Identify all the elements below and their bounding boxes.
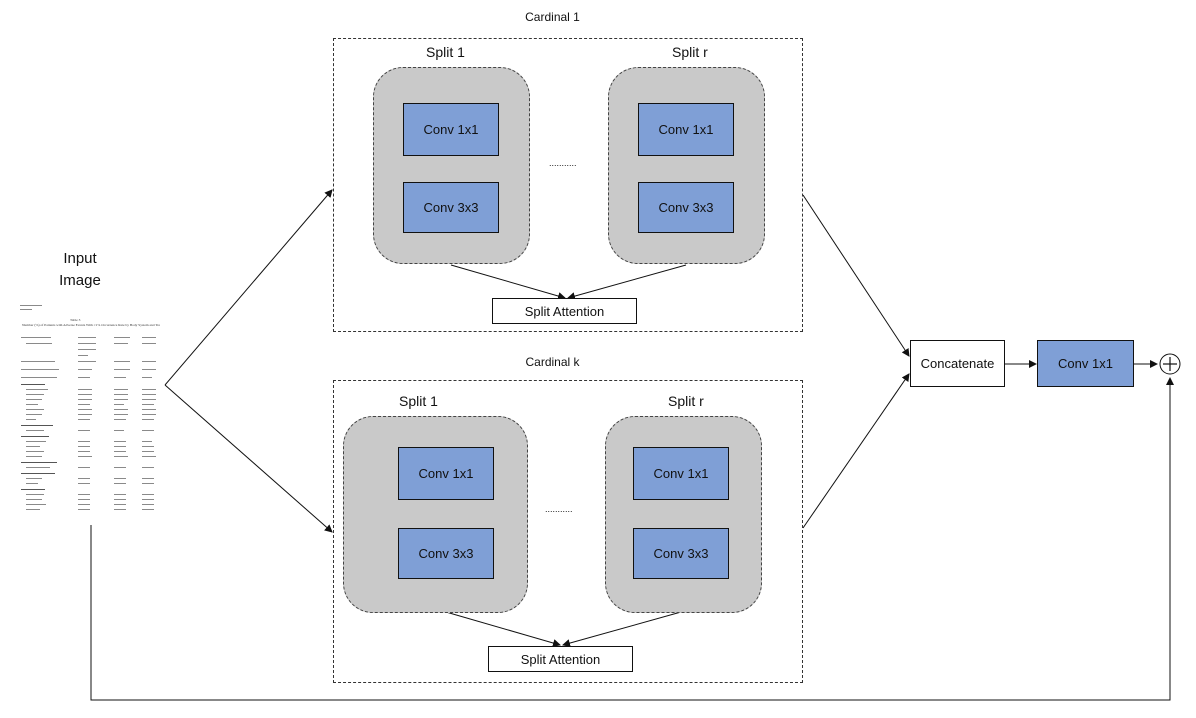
cardinal-1-title: Cardinal 1 bbox=[525, 10, 580, 24]
cardinal-k-split-r-group bbox=[605, 416, 762, 613]
cardinal-1-container bbox=[333, 38, 803, 332]
cardinal-1-split-1-group bbox=[373, 67, 530, 264]
cardinal-1-split-r-group bbox=[608, 67, 765, 264]
cardinal-k-split-r-conv-1x1: Conv 1x1 bbox=[633, 447, 729, 500]
cardinal-1-ellipsis: ........... bbox=[549, 158, 577, 168]
cardinal-k-split-1-conv-1x1: Conv 1x1 bbox=[398, 447, 494, 500]
cardinal-k-split-r-label: Split r bbox=[668, 393, 704, 409]
cardinal-1-split-1-label: Split 1 bbox=[426, 44, 465, 60]
input-label-line-2: Image bbox=[59, 272, 101, 289]
doc-table-caption: Number (%) of Patients with Adverse Even… bbox=[22, 323, 160, 327]
arrow-cardinal-k-to-concat bbox=[802, 373, 910, 529]
cardinal-k-split-r-conv-3x3: Conv 3x3 bbox=[633, 528, 729, 579]
arrow-input-to-cardinal-1 bbox=[164, 189, 333, 386]
cardinal-k-split-attention: Split Attention bbox=[488, 646, 633, 672]
arrow-c1-s1-attn bbox=[450, 264, 566, 300]
input-label-line-1: Input bbox=[63, 250, 97, 267]
cardinal-1-split-r-label: Split r bbox=[672, 44, 708, 60]
input-document-image: Table 3 Number (%) of Patients with Adve… bbox=[18, 303, 163, 515]
add-node bbox=[1159, 353, 1181, 375]
cardinal-1-split-r-conv-1x1: Conv 1x1 bbox=[638, 103, 734, 156]
cardinal-k-ellipsis: ........... bbox=[545, 504, 573, 514]
arrow-residual-skip bbox=[90, 377, 1174, 701]
input-image-label: Input Image bbox=[45, 248, 115, 292]
cardinal-1-split-1-conv-3x3: Conv 3x3 bbox=[403, 182, 499, 233]
cardinal-1-split-1-conv-1x1: Conv 1x1 bbox=[403, 103, 499, 156]
arrow-ck-s1-attn bbox=[445, 611, 561, 647]
cardinal-1-split-attention: Split Attention bbox=[492, 298, 637, 324]
cardinal-k-split-1-group bbox=[343, 416, 528, 613]
final-conv-1x1: Conv 1x1 bbox=[1037, 340, 1134, 387]
arrow-ck-sr-attn bbox=[562, 611, 682, 647]
doc-table-title: Table 3 bbox=[70, 318, 81, 322]
arrow-input-to-cardinal-k bbox=[164, 384, 333, 533]
cardinal-k-split-1-label: Split 1 bbox=[399, 393, 438, 409]
cardinal-1-split-r-conv-3x3: Conv 3x3 bbox=[638, 182, 734, 233]
concatenate-node: Concatenate bbox=[910, 340, 1005, 387]
cardinal-k-container bbox=[333, 380, 803, 683]
cardinal-k-title: Cardinal k bbox=[525, 355, 580, 369]
arrow-c1-sr-attn bbox=[567, 264, 687, 300]
cardinal-k-split-1-conv-3x3: Conv 3x3 bbox=[398, 528, 494, 579]
arrow-cardinal-1-to-concat bbox=[802, 194, 910, 357]
